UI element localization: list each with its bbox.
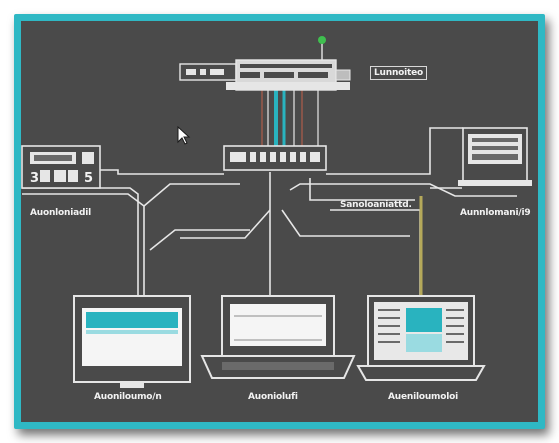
left-device-digit-left: 3 <box>30 171 39 186</box>
antenna-icon <box>318 36 326 60</box>
network-links <box>22 127 517 295</box>
link-left-monitor-b <box>22 193 145 295</box>
pointer-cursor-icon <box>177 126 191 145</box>
right-server-device <box>458 127 532 186</box>
link-left-diagonal <box>149 229 250 251</box>
bottom-left-label: Auoniloumo/n <box>94 392 162 402</box>
right-laptop-device <box>356 295 486 381</box>
left-device-label: Auonloniadil <box>30 208 92 218</box>
link-right-device <box>326 127 463 175</box>
switch-device <box>223 145 327 171</box>
bottom-right-label: Aueniloumoloi <box>388 392 458 402</box>
link-left-monitor-a <box>22 187 139 295</box>
bottom-center-label: Auoniolufi <box>248 392 298 402</box>
right-device-label: Aunnlomani/i9 <box>460 208 531 218</box>
left-device-digit-right: 5 <box>84 171 93 186</box>
link-center-right <box>281 209 410 237</box>
left-server-device: 3 5 <box>21 145 101 189</box>
router-device <box>179 59 351 91</box>
link-center-left <box>180 209 271 239</box>
link-right-upper <box>289 183 517 197</box>
center-branch-label: Sanoloaniattd. <box>340 200 412 210</box>
link-left-device <box>99 169 224 175</box>
top-right-label: Lunnoiteo <box>370 66 428 80</box>
router-cables <box>261 90 319 146</box>
link-right-monitor-b <box>330 209 421 295</box>
link-left-upper <box>143 183 240 207</box>
left-monitor-device <box>73 295 191 388</box>
link-center-branch <box>309 178 415 201</box>
center-laptop-device <box>200 295 356 379</box>
